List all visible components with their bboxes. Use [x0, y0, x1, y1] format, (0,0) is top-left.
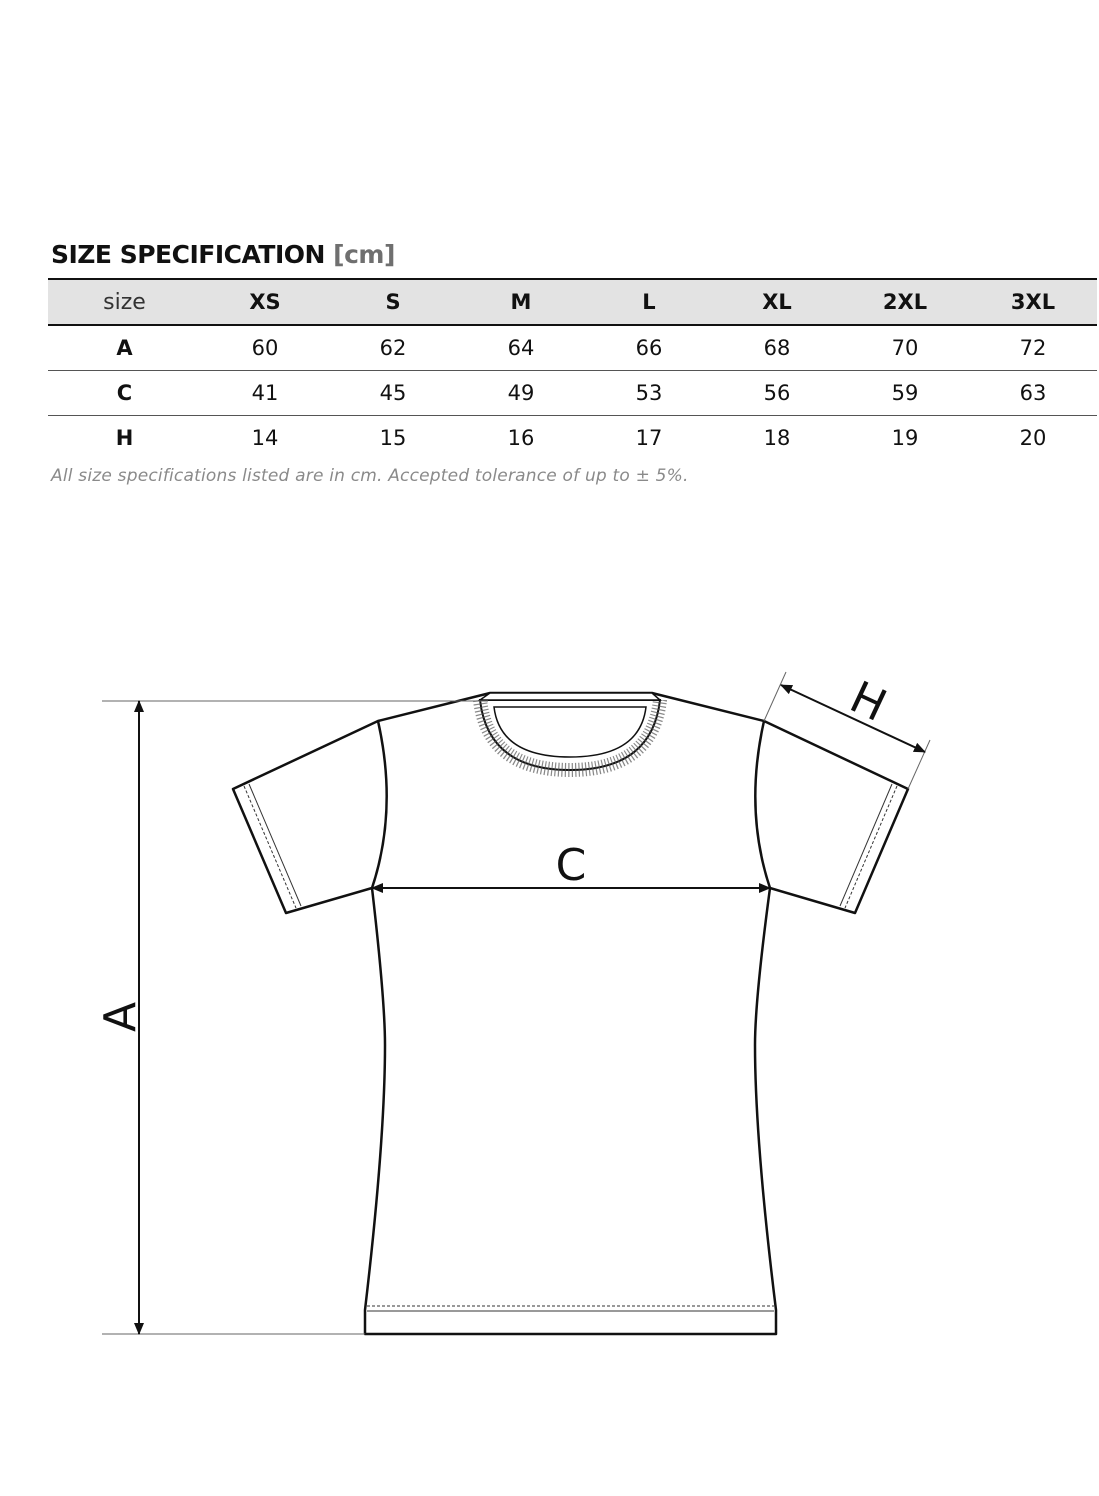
- table-cell: 72: [969, 325, 1097, 371]
- table-cell: 68: [713, 325, 841, 371]
- header-size-label: size: [48, 278, 201, 326]
- table-cell: 16: [507, 426, 535, 450]
- table-cell: 63: [969, 370, 1097, 416]
- header-size-3xl: 3XL: [969, 278, 1097, 326]
- right-sleeve-hem-stitch: [844, 785, 898, 909]
- table-cell: 15: [379, 426, 407, 450]
- table-cell: 45: [329, 370, 457, 416]
- tshirt-outline: [231, 691, 910, 1336]
- table-cell: 60: [201, 325, 329, 371]
- table-cell: 53: [585, 370, 713, 416]
- table-cell: 56: [713, 370, 841, 416]
- collar-back-band: [477, 692, 662, 701]
- tolerance-note: All size specifications listed are in cm…: [51, 466, 689, 486]
- table-cell: 62: [329, 325, 457, 371]
- table-cell: 66: [585, 325, 713, 371]
- title-text: SIZE SPECIFICATION: [51, 240, 325, 269]
- header-size-m: M: [457, 278, 585, 326]
- row-label: C: [48, 370, 201, 416]
- table-cell: 17: [635, 426, 663, 450]
- row-label: A: [48, 325, 201, 371]
- sleeve-arrow-h: [780, 684, 926, 753]
- table-cell: 49: [457, 370, 585, 416]
- header-size-s: S: [329, 278, 457, 326]
- left-armhole-seam: [370, 720, 388, 889]
- header-size-2xl: 2XL: [841, 278, 969, 326]
- dimension-label-c: C: [556, 840, 587, 891]
- dimension-label-a: A: [95, 1002, 146, 1032]
- table-header-row: size XS S M L XL 2XL 3XL: [48, 278, 1097, 326]
- header-size-l: L: [585, 278, 713, 326]
- header-size-xs: XS: [201, 278, 329, 326]
- collar-inner-edge: [493, 706, 647, 758]
- table-cell: 18: [763, 426, 791, 450]
- table-row-h: H 14 15 16 17 18 19 20: [48, 416, 1097, 461]
- tshirt-measurement-diagram: A C H: [95, 671, 931, 1336]
- table-cell: 59: [841, 370, 969, 416]
- sleeve-guide-outer: [907, 739, 931, 790]
- page-title: SIZE SPECIFICATION [cm]: [51, 240, 395, 269]
- right-armhole-seam: [754, 720, 772, 889]
- table-cell: 41: [201, 370, 329, 416]
- table-cell: 70: [841, 325, 969, 371]
- left-sleeve-hem-stitch: [248, 783, 302, 907]
- sleeve-guide-inner: [763, 671, 787, 722]
- dimension-label-h: H: [842, 672, 894, 732]
- table-cell: 14: [251, 426, 279, 450]
- title-unit: [cm]: [333, 240, 395, 269]
- collar-rib-texture: [473, 698, 667, 778]
- right-sleeve-hem-stitch: [839, 783, 893, 907]
- table-cell: 19: [891, 426, 919, 450]
- header-size-xl: XL: [713, 278, 841, 326]
- left-sleeve-hem-stitch: [243, 785, 297, 909]
- size-specification-table: size XS S M L XL 2XL 3XL A 60 62 64 66 6…: [48, 278, 1097, 460]
- table-cell: 64: [457, 325, 585, 371]
- row-label: H: [115, 426, 134, 450]
- table-row-a: A 60 62 64 66 68 70 72: [48, 325, 1097, 371]
- table-cell: 20: [1019, 426, 1047, 450]
- table-row-c: C 41 45 49 53 56 59 63: [48, 370, 1097, 416]
